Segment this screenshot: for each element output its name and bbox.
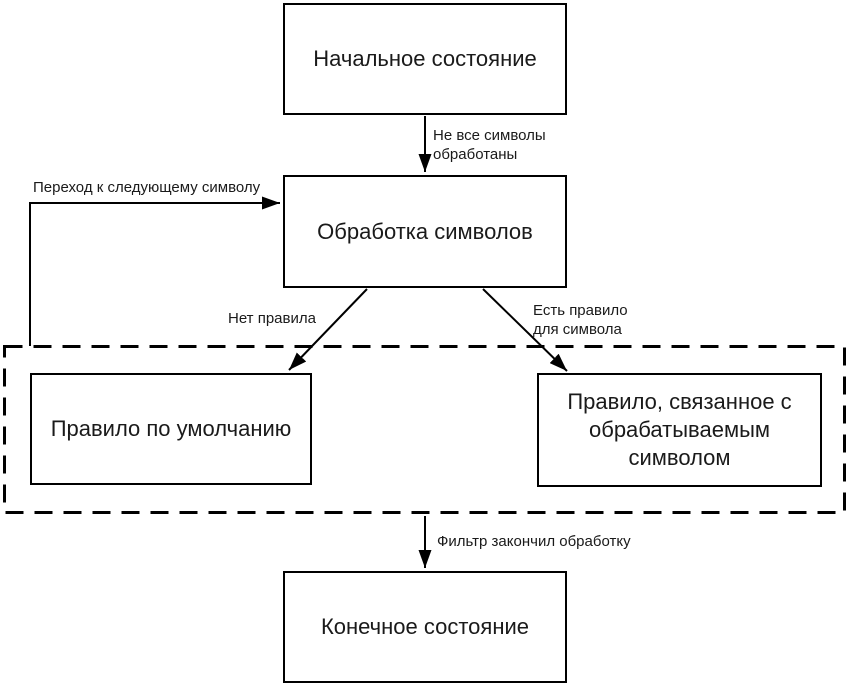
node-symbol-rule: Правило, связанное с обрабатываемым симв…	[537, 373, 822, 487]
arrow-no-rule	[288, 288, 368, 371]
edge-label-has-rule-for-symbol: Есть правило для символа	[533, 302, 628, 338]
node-final-state: Конечное состояние	[283, 571, 567, 683]
edge-label-filter-finished: Фильтр закончил обработку	[437, 533, 631, 550]
arrow-loop-next-symbol	[29, 196, 280, 346]
rules-group-dashed-box	[3, 345, 846, 514]
node-initial-state: Начальное состояние	[283, 3, 567, 115]
arrow-has-rule	[482, 288, 568, 372]
edge-label-next-symbol: Переход к следующему символу	[33, 179, 261, 196]
node-default-rule: Правило по умолчанию	[30, 373, 312, 485]
edge-label-no-rule: Нет правила	[228, 310, 316, 327]
node-symbol-processing: Обработка символов	[283, 175, 567, 288]
edge-label-not-all-symbols-processed: Не все символы обработаны	[433, 127, 546, 163]
